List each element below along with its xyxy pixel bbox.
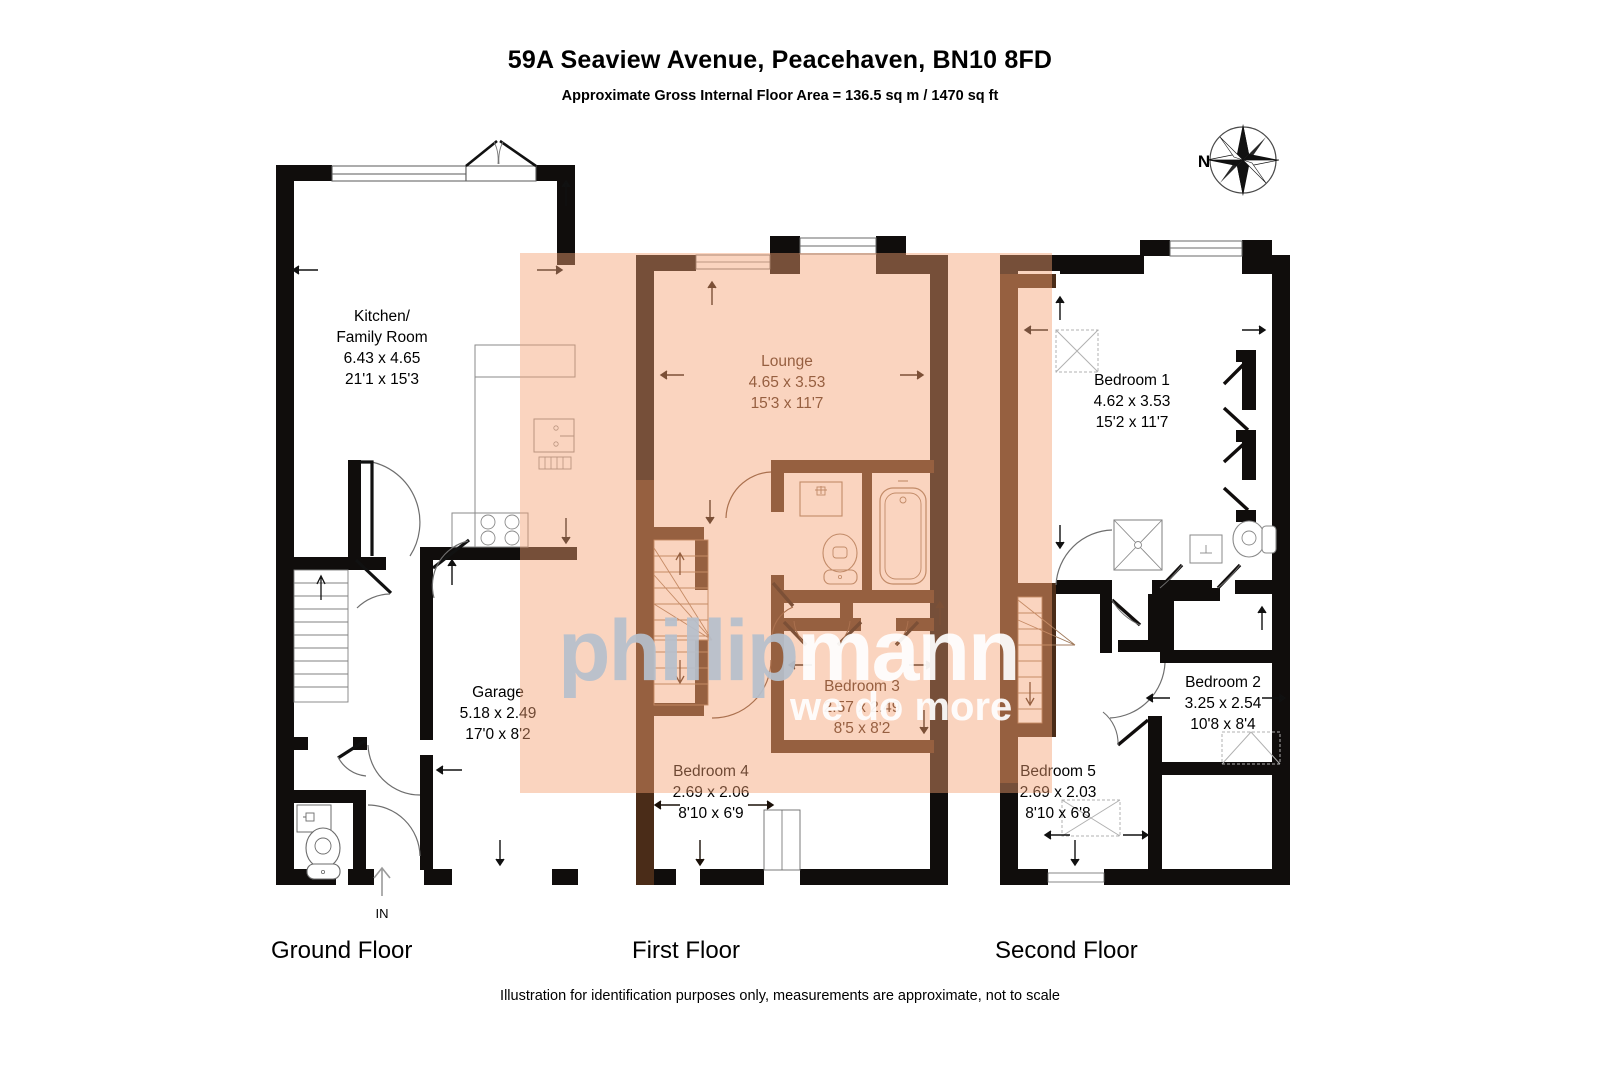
kitchen-units <box>451 344 576 548</box>
first-floor-plan: Lounge 4.65 x 3.53 15'3 x 11'7 Bedroom 3… <box>636 236 948 890</box>
wall-exterior-left <box>276 165 294 885</box>
kitchen-window-bay <box>331 139 537 182</box>
wall-garage-left-upper <box>420 560 433 740</box>
room-label-kitchen-imperial: 21'1 x 15'3 <box>345 371 419 388</box>
entrance-arrow-icon <box>373 866 391 896</box>
ground-floor-doors <box>337 460 470 857</box>
room-label-kitchen-metric: 6.43 x 4.65 <box>344 350 421 367</box>
room-label-bed1-metric: 4.62 x 3.53 <box>1094 393 1171 410</box>
ff-dimension-arrows <box>653 280 945 867</box>
room-label-garage-name: Garage <box>472 684 524 701</box>
sf-wall-bed5-right <box>1148 716 1162 871</box>
room-label-lounge-name: Lounge <box>761 353 813 370</box>
ff-window-stub-left <box>770 236 800 255</box>
room-label-lounge-imperial: 15'3 x 11'7 <box>751 395 824 412</box>
room-label-bed4-metric: 2.69 x 2.06 <box>673 784 750 801</box>
sf-wall-bath-bottom <box>1165 650 1290 663</box>
room-label-bed2-metric: 3.25 x 2.54 <box>1185 695 1262 712</box>
sf-wall-wardrobe-1 <box>1242 350 1256 410</box>
sf-toilet-icon <box>1232 520 1277 558</box>
ground-dimension-arrows <box>291 179 571 867</box>
hob-icon <box>474 512 529 548</box>
wall-hall-top <box>276 557 386 570</box>
watermark-brand: phillipmann <box>558 603 1019 699</box>
watermark: phillipmann . we do more <box>558 603 1021 729</box>
bathtub-icon <box>879 480 927 585</box>
floor-label-second: Second Floor <box>995 937 1138 964</box>
wall-exterior-right-upper <box>557 165 575 265</box>
ff-wall-bath-divider <box>862 473 872 591</box>
disclaimer-text: Illustration for identification purposes… <box>500 988 1060 1004</box>
ff-wall-left-brown <box>636 480 654 885</box>
room-label-bed3-imperial: 8'5 x 8'2 <box>834 720 891 737</box>
sf-wall-bed2-bottom <box>1148 762 1290 775</box>
room-label-bed5-name: Bedroom 5 <box>1020 763 1096 780</box>
sf-wall-right <box>1272 255 1290 885</box>
floor-area-subtitle: Approximate Gross Internal Floor Area = … <box>562 88 999 104</box>
ground-floor-plan: Kitchen/ Family Room 6.43 x 4.65 21'1 x … <box>276 139 578 921</box>
ff-doors <box>711 471 920 719</box>
sf-wall-left-brown-upper <box>1000 274 1018 584</box>
wc-fixtures <box>296 804 341 880</box>
ff-wall-stairs-bottom <box>636 703 704 716</box>
compass-rose-icon <box>1206 124 1280 196</box>
wall-top-left-stub <box>276 165 332 181</box>
ff-toilet-icon <box>822 533 858 585</box>
compass-north-label: N <box>1198 152 1210 171</box>
sf-wall-landing <box>1056 580 1112 594</box>
room-label-bed3-metric: 2.57 x 2.49 <box>824 699 901 716</box>
ff-wall-bath-top <box>771 460 934 473</box>
wall-bottom-mid2 <box>424 869 452 885</box>
room-label-bed2-imperial: 10'8 x 8'4 <box>1190 716 1256 733</box>
first-floor-stairs <box>653 539 713 706</box>
floor-label-first: First Floor <box>632 937 740 964</box>
room-label-bed3-name: Bedroom 3 <box>824 678 900 695</box>
ff-wall-bed3-left <box>771 603 784 753</box>
shower-tray-icon <box>1113 519 1163 571</box>
room-label-bed1-name: Bedroom 1 <box>1094 372 1170 389</box>
sf-dimension-arrows <box>1023 295 1287 867</box>
toilet-icon <box>305 827 341 880</box>
room-label-bed2-name: Bedroom 2 <box>1185 674 1261 691</box>
wall-wc-right <box>353 790 366 875</box>
wall-hall-right <box>348 460 361 560</box>
wall-wc-top <box>276 790 366 803</box>
room-label-bed5-metric: 2.69 x 2.03 <box>1020 784 1097 801</box>
ff-wall-right <box>930 255 948 885</box>
room-label-lounge-metric: 4.65 x 3.53 <box>749 374 826 391</box>
room-label-bed5-imperial: 8'10 x 6'8 <box>1025 805 1090 822</box>
watermark-tagline: we do more <box>789 685 1012 729</box>
sf-doors <box>1055 358 1250 747</box>
second-floor-stairs <box>1017 596 1076 724</box>
sf-wardrobe-markers <box>1055 329 1281 837</box>
floor-label-ground: Ground Floor <box>271 937 412 964</box>
room-label-garage-metric: 5.18 x 2.49 <box>460 705 537 722</box>
room-label-bed1-imperial: 15'2 x 11'7 <box>1096 414 1169 431</box>
ff-window-stub-right <box>876 236 906 255</box>
ff-wall-bed3-bottom <box>771 740 934 753</box>
wall-kitchen-bottom <box>432 547 577 560</box>
room-label-garage-imperial: 17'0 x 8'2 <box>465 726 530 743</box>
entrance-label: IN <box>376 906 389 921</box>
ff-bathroom-fixtures <box>799 480 927 585</box>
wall-garage-left-lower <box>420 755 433 870</box>
page-title: 59A Seaview Avenue, Peacehaven, BN10 8FD <box>508 46 1052 74</box>
sink-icon <box>533 418 575 470</box>
sf-wall-wardrobe-2 <box>1242 440 1256 480</box>
ground-floor-stairs <box>293 569 349 703</box>
room-label-bed4-name: Bedroom 4 <box>673 763 749 780</box>
ff-window-glazing <box>695 237 877 871</box>
highlight-overlay <box>520 253 1052 793</box>
sf-bathroom-fixtures <box>1113 519 1277 571</box>
room-label-bed4-imperial: 8'10 x 6'9 <box>678 805 743 822</box>
wall-bottom-right <box>552 869 578 885</box>
ff-wall-bath-bottom <box>771 590 934 603</box>
second-floor-plan: Bedroom 1 4.62 x 3.53 15'2 x 11'7 Bedroo… <box>1000 240 1290 890</box>
sf-window-glazing <box>1047 240 1243 883</box>
ff-wall-stairs-top <box>636 527 704 540</box>
room-label-kitchen-name2: Family Room <box>336 329 427 346</box>
room-label-kitchen-name1: Kitchen/ <box>354 308 411 325</box>
